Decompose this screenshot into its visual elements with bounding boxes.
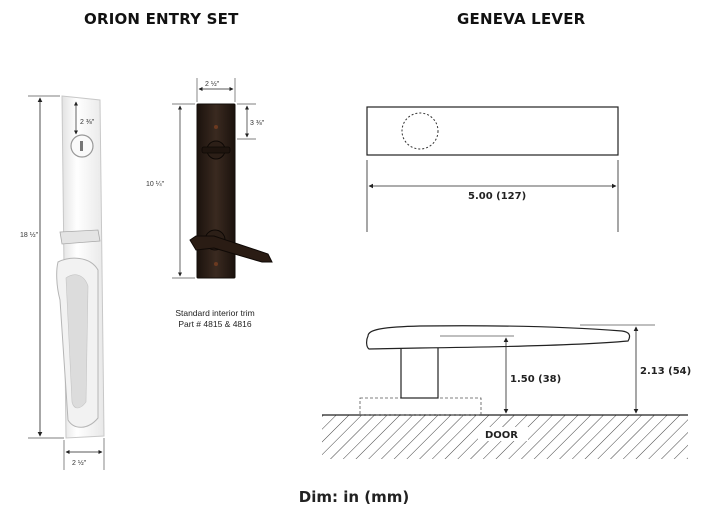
lever-shank — [400, 345, 439, 399]
total-projection-label: 2.13 (54) — [640, 366, 691, 377]
caption-line-2: Part # 4815 & 4816 — [178, 319, 252, 329]
screw-top — [214, 125, 218, 129]
orion-exterior-handleset — [56, 95, 105, 439]
exterior-height-label: 18 ½" — [20, 231, 39, 239]
interior-width-label: 2 ½" — [205, 80, 220, 88]
exterior-width-label: 2 ½" — [72, 459, 87, 467]
orion-exterior-dimensions: 18 ½" 2 ⅜" 2 ½" — [20, 95, 105, 470]
interior-trim-caption: Standard interior trim Part # 4815 & 481… — [150, 308, 280, 330]
thumbturn-icon — [201, 146, 231, 154]
orion-interior-trim — [189, 103, 273, 279]
rose-hidden-outline — [401, 112, 439, 150]
orion-entry-set-title: ORION ENTRY SET — [84, 10, 239, 28]
interior-lever — [189, 235, 273, 263]
units-footer: Dim: in (mm) — [298, 488, 410, 506]
interior-height-label: 10 ¼" — [146, 181, 165, 188]
lever-length-label: 5.00 (127) — [468, 191, 526, 202]
lever-top-outline — [366, 106, 619, 156]
geneva-lever-title: GENEVA LEVER — [457, 10, 586, 28]
thumbturn-offset-label: 3 ⅜" — [250, 120, 265, 127]
lever-arm — [366, 325, 631, 350]
keyway — [80, 141, 83, 151]
thumb-piece — [59, 229, 101, 245]
geneva-lever-side-view: DOOR 1.50 (38) 2.13 (54) — [322, 324, 691, 459]
door-label: DOOR — [485, 430, 518, 441]
screw-bottom — [214, 262, 218, 266]
geneva-lever-top-view: 5.00 (127) — [366, 106, 619, 232]
rose-projection-label: 1.50 (38) — [510, 374, 561, 385]
cylinder-offset-label: 2 ⅜" — [80, 119, 95, 126]
rose-outline — [359, 397, 482, 416]
caption-line-1: Standard interior trim — [175, 308, 255, 318]
door-label-bg — [478, 427, 528, 441]
orion-interior-dimensions: 2 ½" 3 ⅜" 10 ¼" — [146, 78, 265, 279]
